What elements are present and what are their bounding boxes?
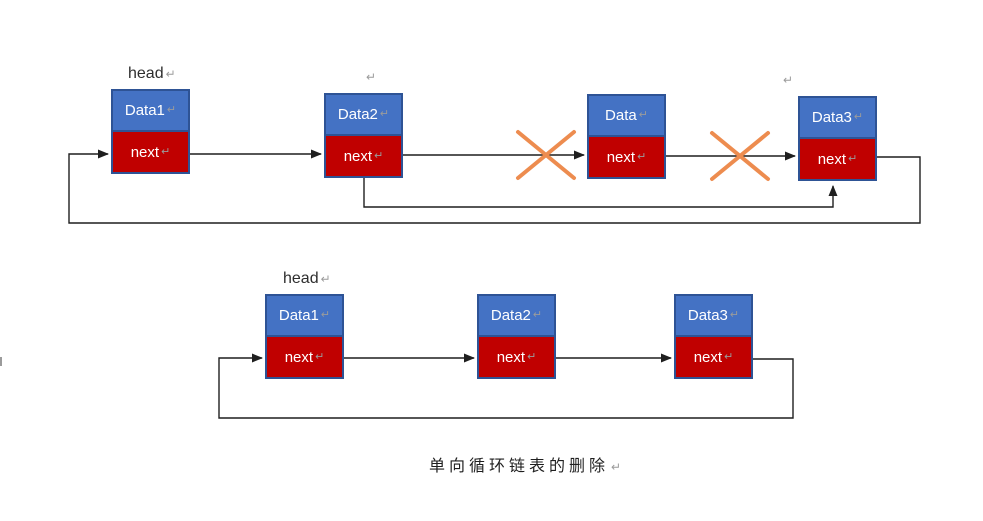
- node-data-label: Data2: [490, 307, 531, 324]
- node-next-label: next: [817, 150, 847, 168]
- paragraph-mark: ↵: [379, 108, 390, 120]
- paragraph-mark: ↵: [729, 309, 740, 321]
- paragraph-mark: ↵: [374, 149, 384, 162]
- delete-cross-right: [710, 131, 770, 181]
- paragraph-mark: ↵: [638, 109, 648, 121]
- node-data-label: Data1: [124, 102, 165, 119]
- paragraph-mark: ↵: [724, 350, 734, 363]
- paragraph-mark: ↵: [320, 272, 331, 286]
- paragraph-mark: ↵: [611, 460, 622, 474]
- node-data-label: Data2: [337, 106, 378, 123]
- top-node-data3-data-cell: Data3↵: [800, 98, 875, 139]
- node-next-label: next: [130, 143, 160, 161]
- top-bypass-arrow-data2-to-data3: [363, 177, 838, 208]
- top-head-label: head↵: [128, 66, 176, 82]
- bottom-node-data2-next-cell: next↵: [479, 337, 554, 377]
- bottom-node-data2: Data2↵ next↵: [477, 294, 556, 379]
- clipped-paragraph-mark: [0, 357, 2, 366]
- paragraph-mark: ↵: [166, 104, 177, 116]
- node-next-label: next: [693, 348, 723, 366]
- top-node-deleted: Data↵ next↵: [587, 94, 666, 179]
- node-next-label: next: [606, 148, 636, 166]
- top-head-label-text: head: [128, 65, 164, 82]
- paragraph-mark: ↵: [637, 150, 647, 163]
- node-data-label: Data3: [811, 109, 852, 126]
- top-node-data2-data-cell: Data2↵: [326, 95, 401, 136]
- node-next-label: next: [284, 348, 314, 366]
- paragraph-mark: ↵: [315, 350, 325, 363]
- paragraph-mark: ↵: [853, 111, 864, 123]
- paragraph-mark: ↵: [165, 67, 176, 81]
- paragraph-mark: ↵: [532, 309, 543, 321]
- node-data-label: Data3: [687, 307, 728, 324]
- diagram-caption-text: 单向循环链表的删除: [429, 458, 610, 475]
- bottom-node-data1: Data1↵ next↵: [265, 294, 344, 379]
- node-data-label: Data: [605, 107, 637, 124]
- node-next-label: next: [343, 147, 373, 165]
- top-loop-back-arrow: [68, 149, 921, 224]
- bottom-node-data2-data-cell: Data2↵: [479, 296, 554, 337]
- top-node-data2-next-cell: next↵: [326, 136, 401, 176]
- stray-paragraph-mark-above-data3: ↵: [783, 73, 794, 87]
- node-data-label: Data1: [278, 307, 319, 324]
- bottom-node-data3: Data3↵ next↵: [674, 294, 753, 379]
- delete-cross-left: [516, 130, 576, 180]
- top-node-data2: Data2↵ next↵: [324, 93, 403, 178]
- bottom-head-label-text: head: [283, 270, 319, 287]
- top-node-data1-data-cell: Data1↵: [113, 91, 188, 132]
- bottom-head-label: head↵: [283, 271, 331, 287]
- stray-paragraph-mark-above-data2: ↵: [366, 70, 377, 84]
- bottom-node-data1-next-cell: next↵: [267, 337, 342, 377]
- node-next-label: next: [496, 348, 526, 366]
- paragraph-mark: ↵: [320, 309, 331, 321]
- bottom-node-data3-data-cell: Data3↵: [676, 296, 751, 337]
- paragraph-mark: ↵: [161, 145, 171, 158]
- bottom-node-data1-data-cell: Data1↵: [267, 296, 342, 337]
- top-node-data1-next-cell: next↵: [113, 132, 188, 172]
- bottom-loop-back-arrow: [218, 353, 794, 419]
- bottom-node-data3-next-cell: next↵: [676, 337, 751, 377]
- paragraph-mark: ↵: [527, 350, 537, 363]
- paragraph-mark: ↵: [848, 152, 858, 165]
- top-node-deleted-data-cell: Data↵: [589, 96, 664, 137]
- diagram-caption: 单向循环链表的删除↵: [429, 457, 621, 476]
- top-node-deleted-next-cell: next↵: [589, 137, 664, 177]
- top-node-data3-next-cell: next↵: [800, 139, 875, 179]
- top-node-data1: Data1↵ next↵: [111, 89, 190, 174]
- top-node-data3: Data3↵ next↵: [798, 96, 877, 181]
